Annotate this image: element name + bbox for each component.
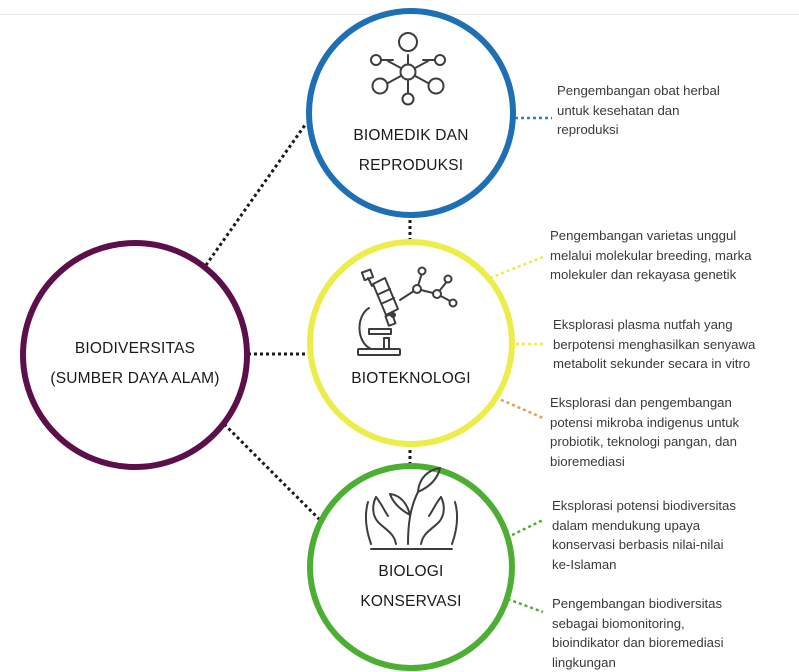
note-mikroba-line: Eksplorasi dan pengembangan [550, 393, 739, 413]
biomedik-label-line2: REPRODUKSI [326, 151, 496, 181]
note-mikroba-line: bioremediasi [550, 452, 739, 472]
bioteknologi-circle [310, 242, 512, 444]
note-plasma-nutfah: Eksplorasi plasma nutfah yang berpotensi… [553, 315, 755, 374]
note-plasma-line: berpotensi menghasilkan senyawa [553, 335, 755, 355]
note-herbal-line: untuk kesehatan dan [557, 101, 720, 121]
bioteknologi-label: BIOTEKNOLOGI [326, 364, 496, 394]
note-varietas-line: Pengembangan varietas unggul [550, 226, 752, 246]
note-plasma-line: metabolit sekunder secara in vitro [553, 354, 755, 374]
note-biomonitoring-line: sebagai biomonitoring, [552, 614, 724, 634]
note-connector-2 [490, 257, 543, 278]
note-konservasi-line: dalam mendukung upaya [552, 516, 736, 536]
biomedik-label-line1: BIOMEDIK DAN [326, 121, 496, 151]
note-biomonitoring-line: lingkungan [552, 653, 724, 672]
bioteknologi-label-line1: BIOTEKNOLOGI [326, 364, 496, 394]
note-mikroba: Eksplorasi dan pengembangan potensi mikr… [550, 393, 739, 471]
note-herbal-line: Pengembangan obat herbal [557, 81, 720, 101]
note-varietas-line: molekuler dan rekayasa genetik [550, 265, 752, 285]
note-varietas-line: melalui molekular breeding, marka [550, 246, 752, 266]
note-biomonitoring-line: bioindikator dan bioremediasi [552, 633, 724, 653]
note-konservasi-line: Eksplorasi potensi biodiversitas [552, 496, 736, 516]
note-biomonitoring-line: Pengembangan biodiversitas [552, 594, 724, 614]
note-konservasi-line: konservasi berbasis nilai-nilai [552, 535, 736, 555]
note-plasma-line: Eksplorasi plasma nutfah yang [553, 315, 755, 335]
note-herbal-line: reproduksi [557, 120, 720, 140]
note-connector-5 [512, 520, 543, 535]
note-konservasi-line: ke-Islaman [552, 555, 736, 575]
note-biomonitoring: Pengembangan biodiversitas sebagai biomo… [552, 594, 724, 672]
note-mikroba-line: probiotik, teknologi pangan, dan [550, 432, 739, 452]
biomedik-label: BIOMEDIK DAN REPRODUKSI [326, 121, 496, 181]
note-herbal: Pengembangan obat herbal untuk kesehatan… [557, 81, 720, 140]
connector-center-konservasi [220, 420, 320, 520]
note-konservasi-islam: Eksplorasi potensi biodiversitas dalam m… [552, 496, 736, 574]
connector-center-biomedik [199, 125, 305, 275]
note-varietas: Pengembangan varietas unggul melalui mol… [550, 226, 752, 285]
note-mikroba-line: potensi mikroba indigenus untuk [550, 413, 739, 433]
konservasi-label: BIOLOGI KONSERVASI [326, 557, 496, 617]
center-label: BIODIVERSITAS (SUMBER DAYA ALAM) [40, 334, 230, 394]
center-label-line2: (SUMBER DAYA ALAM) [40, 364, 230, 394]
center-label-line1: BIODIVERSITAS [40, 334, 230, 364]
konservasi-label-line1: BIOLOGI [326, 557, 496, 587]
konservasi-label-line2: KONSERVASI [326, 587, 496, 617]
